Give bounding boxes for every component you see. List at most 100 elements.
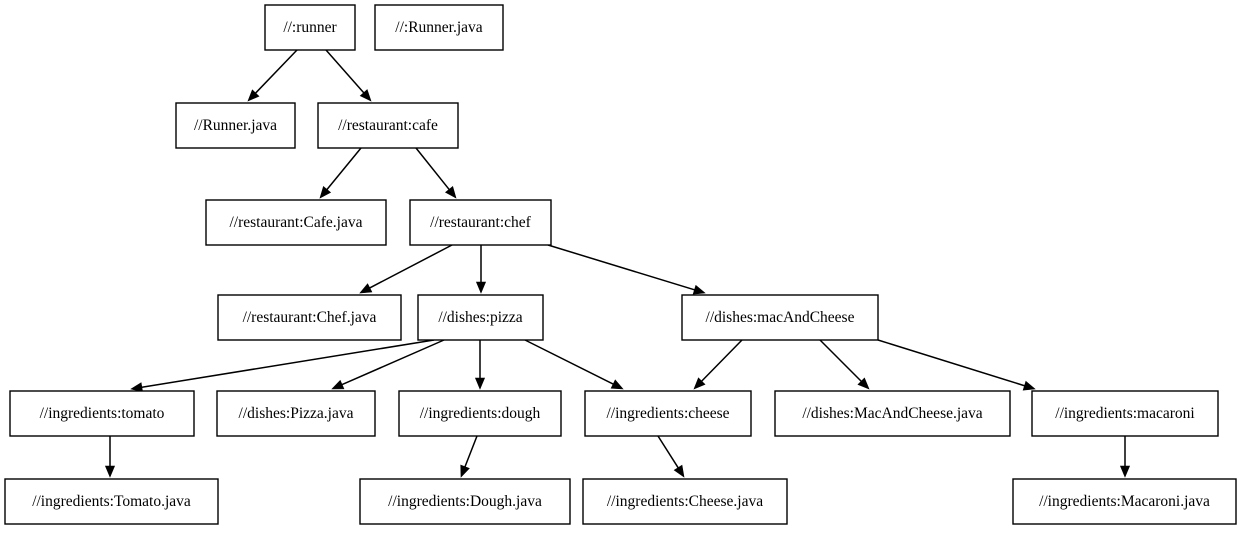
edge-layer <box>104 49 1131 478</box>
graph-node-label: //:runner <box>283 19 337 36</box>
graph-edge <box>657 435 685 478</box>
graph-node-box[interactable] <box>264 4 356 51</box>
graph-node-box[interactable] <box>175 102 296 149</box>
graph-node-label: //restaurant:Cafe.java <box>230 214 363 231</box>
graph-node-label: //Runner.java <box>194 117 277 134</box>
graph-node[interactable]: //ingredients:Cheese.java <box>582 478 788 525</box>
graph-node-label: //ingredients:Macaroni.java <box>1039 493 1210 510</box>
graph-node-label: //dishes:pizza <box>438 309 522 326</box>
graph-edge <box>130 339 435 393</box>
graph-edge-line <box>524 339 614 385</box>
graph-node-box[interactable] <box>359 478 571 525</box>
graph-node[interactable]: //ingredients:macaroni <box>1031 390 1219 437</box>
graph-edge <box>693 339 743 390</box>
graph-node-label: //ingredients:Tomato.java <box>32 493 191 510</box>
graph-node-box[interactable] <box>374 4 504 51</box>
graph-node-label: //ingredients:dough <box>420 405 541 422</box>
graph-edge-arrowhead-icon <box>359 89 372 102</box>
graph-node-box[interactable] <box>774 390 1011 437</box>
graph-edge-arrowhead-icon <box>319 186 332 199</box>
graph-node-label: //restaurant:cafe <box>338 117 438 134</box>
graph-node-box[interactable] <box>681 294 879 341</box>
graph-edge-arrowhead-icon <box>610 379 624 390</box>
graph-node-box[interactable] <box>317 102 459 149</box>
graph-node[interactable]: //restaurant:Cafe.java <box>205 199 387 246</box>
graph-node[interactable]: //Runner.java <box>175 102 296 149</box>
graph-node[interactable]: //dishes:macAndCheese <box>681 294 879 341</box>
graph-edge <box>877 339 1036 391</box>
graph-node[interactable]: //ingredients:cheese <box>584 390 752 437</box>
graph-node[interactable]: //ingredients:tomato <box>9 390 195 437</box>
graph-node[interactable]: //dishes:pizza <box>417 294 544 341</box>
graph-node-label: //ingredients:cheese <box>606 405 729 422</box>
graph-edge-line <box>369 244 453 289</box>
graph-edge-arrowhead-icon <box>693 377 706 390</box>
graph-node-box[interactable] <box>205 199 387 246</box>
graph-edge-line <box>657 435 679 469</box>
graph-node-box[interactable] <box>398 390 562 437</box>
graph-edge-line <box>877 339 1025 387</box>
graph-node-box[interactable] <box>582 478 788 525</box>
graph-edge <box>460 435 478 478</box>
graph-edge-arrowhead-icon <box>104 465 116 478</box>
graph-edge-line <box>701 339 743 382</box>
graph-edge <box>547 244 706 295</box>
graph-node[interactable]: //dishes:Pizza.java <box>216 390 376 437</box>
graph-node-label: //restaurant:chef <box>430 214 532 231</box>
graph-node-label: //:Runner.java <box>395 19 483 36</box>
graph-node-label: //restaurant:Chef.java <box>243 309 377 326</box>
graph-edge <box>819 339 870 390</box>
graph-node-label: //dishes:Pizza.java <box>239 405 354 422</box>
graph-edge <box>247 49 298 102</box>
graph-node[interactable]: //ingredients:Tomato.java <box>4 478 219 525</box>
graph-node[interactable]: //ingredients:dough <box>398 390 562 437</box>
graph-node-box[interactable] <box>417 294 544 341</box>
graph-node[interactable]: //restaurant:chef <box>409 199 552 246</box>
graph-edge-line <box>547 244 695 291</box>
graph-edge <box>325 49 372 102</box>
graph-edge-arrowhead-icon <box>857 377 870 390</box>
graph-edge-line <box>326 147 362 190</box>
graph-node[interactable]: //ingredients:Macaroni.java <box>1012 478 1237 525</box>
graph-node-box[interactable] <box>1012 478 1237 525</box>
graph-edge-arrowhead-icon <box>1119 465 1131 478</box>
graph-node[interactable]: //restaurant:Chef.java <box>217 294 402 341</box>
graph-edge-arrowhead-icon <box>1022 380 1036 391</box>
graph-node[interactable]: //:Runner.java <box>374 4 504 51</box>
graph-edge-line <box>341 339 445 386</box>
graph-edge <box>331 339 445 390</box>
graph-edge <box>475 245 487 294</box>
graph-node-label: //dishes:macAndCheese <box>706 309 855 326</box>
graph-edge-arrowhead-icon <box>247 89 260 102</box>
graph-node-box[interactable] <box>217 294 402 341</box>
graph-edge-arrowhead-icon <box>692 284 706 295</box>
graph-edge-arrowhead-icon <box>460 464 470 478</box>
graph-node[interactable]: //:runner <box>264 4 356 51</box>
graph-edge-line <box>464 435 478 468</box>
graph-node[interactable]: //dishes:MacAndCheese.java <box>774 390 1011 437</box>
graph-edge-line <box>141 339 435 388</box>
node-layer: //:runner //:Runner.java //Runner.java //re… <box>4 4 1237 525</box>
graph-edge <box>415 147 457 199</box>
graph-edge-arrowhead-icon <box>474 377 486 390</box>
graph-node-label: //ingredients:macaroni <box>1055 405 1195 422</box>
graph-node-box[interactable] <box>584 390 752 437</box>
graph-node-label: //ingredients:tomato <box>40 405 165 422</box>
graph-edge <box>104 436 116 478</box>
graph-edge-line <box>819 339 862 382</box>
graph-node-box[interactable] <box>4 478 219 525</box>
graph-edge <box>1119 436 1131 478</box>
graph-edge-line <box>415 147 450 190</box>
graph-edge-arrowhead-icon <box>673 464 685 478</box>
graph-edge-arrowhead-icon <box>444 186 457 199</box>
graph-node-box[interactable] <box>216 390 376 437</box>
graph-node[interactable]: //restaurant:cafe <box>317 102 459 149</box>
graph-node[interactable]: //ingredients:Dough.java <box>359 478 571 525</box>
graph-edge <box>474 340 486 390</box>
graph-node-box[interactable] <box>409 199 552 246</box>
graph-node-box[interactable] <box>1031 390 1219 437</box>
graph-node-box[interactable] <box>9 390 195 437</box>
graph-node-label: //dishes:MacAndCheese.java <box>802 405 982 422</box>
graph-node-label: //ingredients:Cheese.java <box>607 493 763 510</box>
